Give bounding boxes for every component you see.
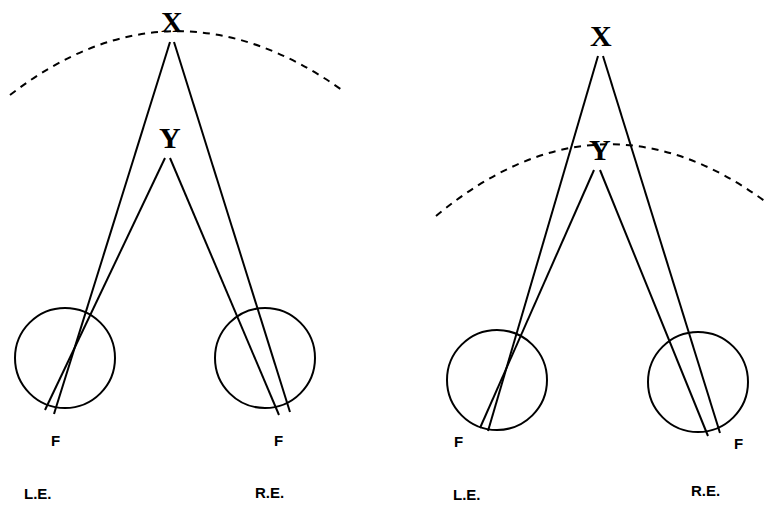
horopter-arc [10,31,342,95]
fovea-label: F [51,433,60,448]
sight-line [603,56,720,433]
left-eye [15,308,115,408]
sight-line [170,158,279,415]
sight-line [174,42,290,412]
eye-label: R.E. [691,483,720,498]
sight-line [480,170,594,428]
point-label: Y [589,135,611,165]
sight-line [45,158,165,410]
point-label: X [161,7,183,37]
point-label: X [590,21,612,51]
right-eye [215,308,315,408]
fovea-label: F [454,434,463,449]
sight-line [600,170,708,436]
right-eye [648,332,748,432]
sight-line [54,42,170,414]
point-label: Y [159,123,181,153]
fovea-label: F [734,436,743,451]
left-eye [447,330,547,430]
eye-label: L.E. [453,487,481,502]
fovea-label: F [274,433,283,448]
eye-label: L.E. [24,486,52,501]
eye-label: R.E. [255,485,284,500]
